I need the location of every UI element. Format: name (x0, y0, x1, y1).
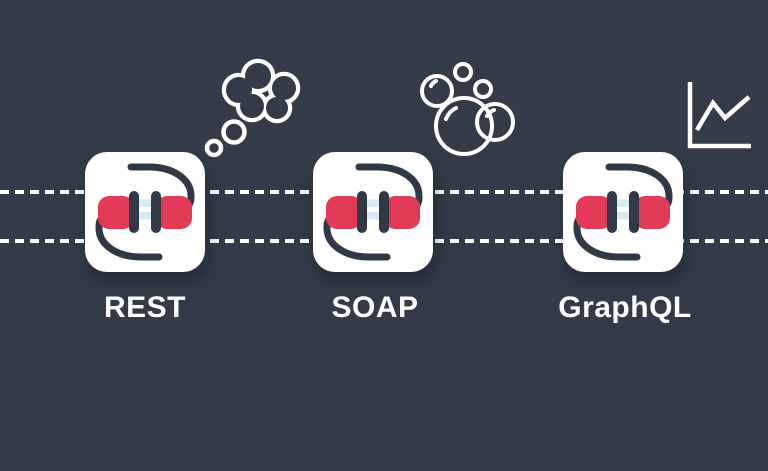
plug-connector-icon (323, 163, 423, 261)
plug-body-right (634, 196, 670, 229)
plug-connector-icon (573, 163, 673, 261)
thought-cloud-icon (204, 58, 301, 158)
plug-head-right (629, 191, 639, 233)
plug-head-left (129, 191, 139, 233)
plug-body-left (576, 196, 612, 229)
api-card-graphql (563, 152, 683, 272)
plug-prong (363, 212, 383, 220)
plug-head-right (379, 191, 389, 233)
plug-connector-icon (95, 163, 195, 261)
plug-prong (363, 199, 383, 207)
plug-head-right (151, 191, 161, 233)
plug-body-left (98, 196, 134, 229)
plug-body-left (326, 196, 362, 229)
plug-body-right (384, 196, 420, 229)
plug-prong (135, 199, 155, 207)
plug-head-left (357, 191, 367, 233)
api-card-soap (313, 152, 433, 272)
soap-bubbles-icon (420, 62, 515, 156)
api-label-soap: SOAP (331, 291, 419, 324)
plug-prong (613, 212, 633, 220)
api-label-graphql: GraphQL (558, 291, 692, 324)
api-card-rest (85, 152, 205, 272)
plug-prong (613, 199, 633, 207)
plug-prong (135, 212, 155, 220)
api-label-rest: REST (103, 291, 186, 324)
plug-head-left (607, 191, 617, 233)
line-chart-icon (687, 82, 751, 149)
plug-body-right (156, 196, 192, 229)
